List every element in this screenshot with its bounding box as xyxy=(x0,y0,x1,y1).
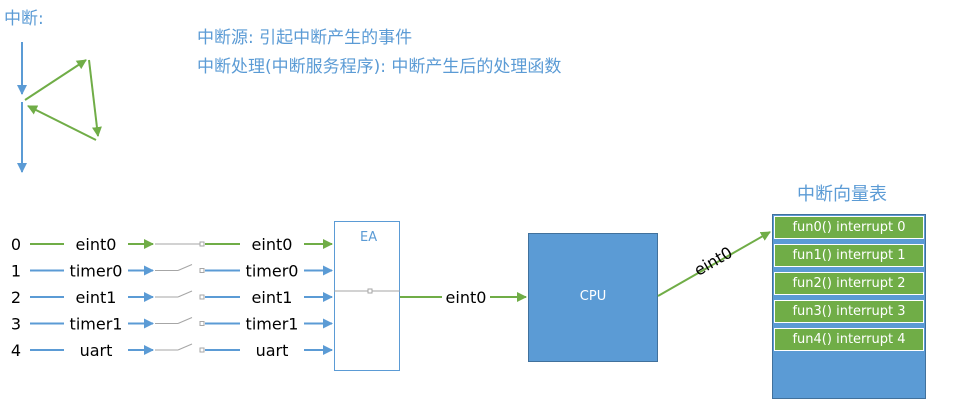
switch-contact xyxy=(199,321,205,326)
input-label-right: timer1 xyxy=(246,315,299,334)
ea-output-label-bg xyxy=(442,287,490,307)
input-label-left: uart xyxy=(80,341,113,360)
label-bg xyxy=(64,260,128,281)
input-label-right: timer0 xyxy=(246,262,299,281)
note-interrupt-source: 中断源: 引起中断产生的事件 xyxy=(197,28,413,48)
ea-output-label: eint0 xyxy=(446,288,487,307)
label-bg xyxy=(240,287,304,307)
label-bg xyxy=(240,260,304,281)
cpu-label: CPU xyxy=(579,289,607,304)
input-label-left: timer1 xyxy=(70,315,123,334)
switch-contact xyxy=(199,294,205,300)
switch-contact xyxy=(199,268,205,273)
input-number: 1 xyxy=(11,262,21,281)
page-title: 中断: xyxy=(4,9,44,29)
switch-blade xyxy=(177,317,193,324)
input-number: 4 xyxy=(11,341,21,360)
label-bg xyxy=(64,340,128,360)
cpu-output-label: eint0 xyxy=(691,243,736,280)
cpu-box xyxy=(528,233,658,362)
vector-row: fun0() interrupt 0 xyxy=(774,216,924,239)
input-label-left: timer0 xyxy=(70,262,123,281)
note-interrupt-handler: 中断处理(中断服务程序): 中断产生后的处理函数 xyxy=(197,57,562,77)
ea-box xyxy=(334,221,400,371)
interrupt-flow-sketch xyxy=(17,42,102,173)
vector-table-title: 中断向量表 xyxy=(797,184,887,205)
vector-row: fun3() interrupt 3 xyxy=(774,300,924,323)
switch-contact xyxy=(199,347,205,353)
label-bg xyxy=(64,313,128,334)
ea-switch xyxy=(334,288,400,294)
switch-blade xyxy=(177,343,193,351)
input-number: 3 xyxy=(11,315,21,334)
input-label-left: eint1 xyxy=(76,288,117,307)
vector-row: fun2() interrupt 2 xyxy=(774,272,924,295)
label-bg xyxy=(64,287,128,307)
switch-contact xyxy=(199,241,205,247)
cpu-to-table-line xyxy=(657,231,771,297)
label-bg xyxy=(240,340,304,360)
switch-blade xyxy=(177,290,193,298)
label-bg xyxy=(240,313,304,334)
input-label-left: eint0 xyxy=(76,235,117,254)
ea-label: EA xyxy=(360,230,378,245)
input-label-right: eint0 xyxy=(252,235,293,254)
input-number: 2 xyxy=(11,288,21,307)
label-bg xyxy=(240,234,304,254)
label-bg xyxy=(64,234,128,254)
vector-row: fun1() interrupt 1 xyxy=(774,244,924,267)
input-label-right: uart xyxy=(256,341,289,360)
input-number: 0 xyxy=(11,235,21,254)
input-label-right: eint1 xyxy=(252,288,293,307)
switch-blade xyxy=(177,264,193,271)
vector-row: fun4() interrupt 4 xyxy=(774,328,924,351)
